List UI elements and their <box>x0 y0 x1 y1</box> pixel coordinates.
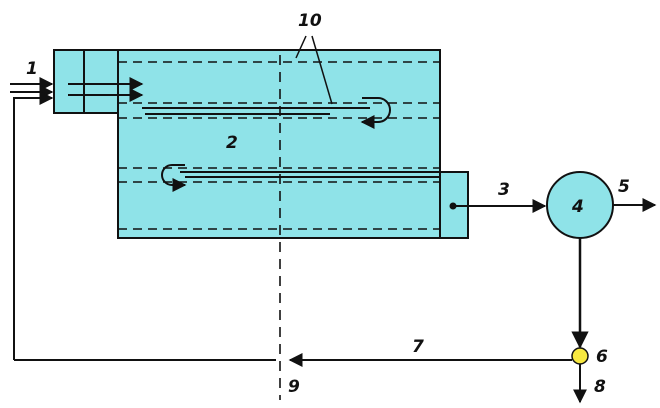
baffle-lines <box>118 61 440 230</box>
lower-flow-arrows <box>161 164 440 192</box>
junction-point <box>571 347 589 365</box>
upper-flow-arrows <box>68 77 391 129</box>
label-10: 10 <box>298 11 322 31</box>
label-5: 5 <box>618 177 630 197</box>
inlet-feed-arrows <box>10 77 54 99</box>
inlet-chamber <box>53 49 119 114</box>
label-3: 3 <box>498 180 510 200</box>
label-7: 7 <box>412 337 424 357</box>
label-8: 8 <box>594 377 606 397</box>
label-2: 2 <box>226 133 238 153</box>
label-6: 6 <box>596 347 608 367</box>
label-1: 1 <box>26 59 38 79</box>
label-9: 9 <box>288 377 300 397</box>
main-tank <box>117 49 441 239</box>
label-10-leaders <box>295 35 333 105</box>
label-4: 4 <box>571 197 584 217</box>
recycle-line <box>13 91 54 360</box>
